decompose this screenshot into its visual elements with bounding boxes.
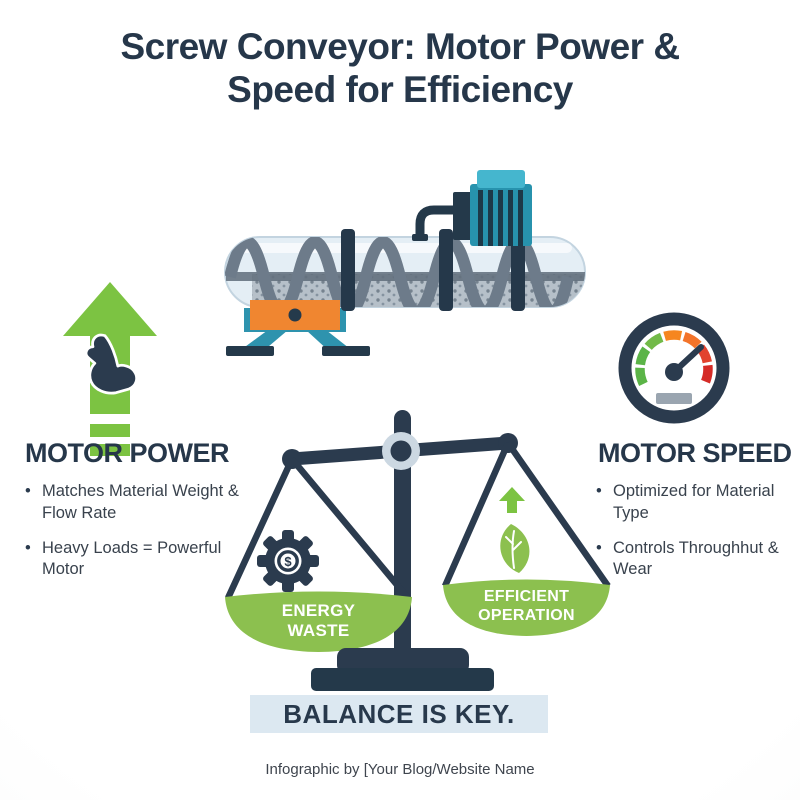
balance-banner-text: BALANCE IS KEY. — [283, 698, 515, 729]
dollar-sign: $ — [284, 554, 292, 569]
bullet-item: Heavy Loads = Powerful Motor — [25, 538, 253, 582]
bullet-item: Controls Throughhut & Wear — [596, 538, 800, 582]
bicep-icon — [84, 333, 138, 395]
right-pan — [443, 579, 610, 636]
conveyor-support-bands — [341, 229, 525, 311]
left-pan — [225, 591, 412, 652]
motor-pipe — [415, 205, 456, 238]
motor-power-heading: MOTOR POWER — [25, 438, 230, 468]
bullet-item: Optimized for Material Type — [596, 481, 800, 525]
gear-dollar-icon: $ — [257, 530, 319, 592]
page-title: Screw Conveyor: Motor Power & Speed for … — [0, 26, 800, 112]
bicep-up-arrow-icon — [63, 282, 157, 456]
energy-waste-label: ENERGY WASTE — [281, 601, 356, 640]
conveyor-stand — [226, 300, 370, 356]
screw-conveyor-illustration — [224, 170, 586, 356]
gauge-odometer-bar — [656, 393, 692, 404]
left-pan-hanger — [225, 456, 411, 601]
growth-arrow-icon — [499, 487, 525, 513]
stand-bolt — [288, 308, 302, 322]
page-title-line-1: Screw Conveyor: Motor Power & — [120, 26, 680, 67]
page-title-line-2: Speed for Efficiency — [227, 68, 573, 110]
motor-power-bullets: Matches Material Weight & Flow Rate Heav… — [25, 481, 253, 594]
motor-speed-bullets: Optimized for Material Type Controls Thr… — [596, 481, 800, 594]
balance-scale-illustration: $ — [225, 410, 611, 691]
motor-speed-heading: MOTOR SPEED — [598, 438, 792, 468]
scale-base — [311, 648, 494, 691]
speedometer-icon — [618, 312, 730, 424]
leaf-growth-icon — [499, 487, 530, 573]
pipe-flange — [412, 234, 428, 241]
conveyor-motor — [453, 170, 532, 246]
balance-banner: BALANCE IS KEY. — [250, 695, 548, 733]
footer-credit: Infographic by [Your Blog/Website Name — [265, 761, 535, 778]
gauge-arc-segments — [635, 330, 713, 386]
efficient-operation-label: EFFICIENT OPERATION — [478, 588, 575, 624]
bullet-item: Matches Material Weight & Flow Rate — [25, 481, 253, 525]
right-pan-hanger — [442, 441, 611, 588]
